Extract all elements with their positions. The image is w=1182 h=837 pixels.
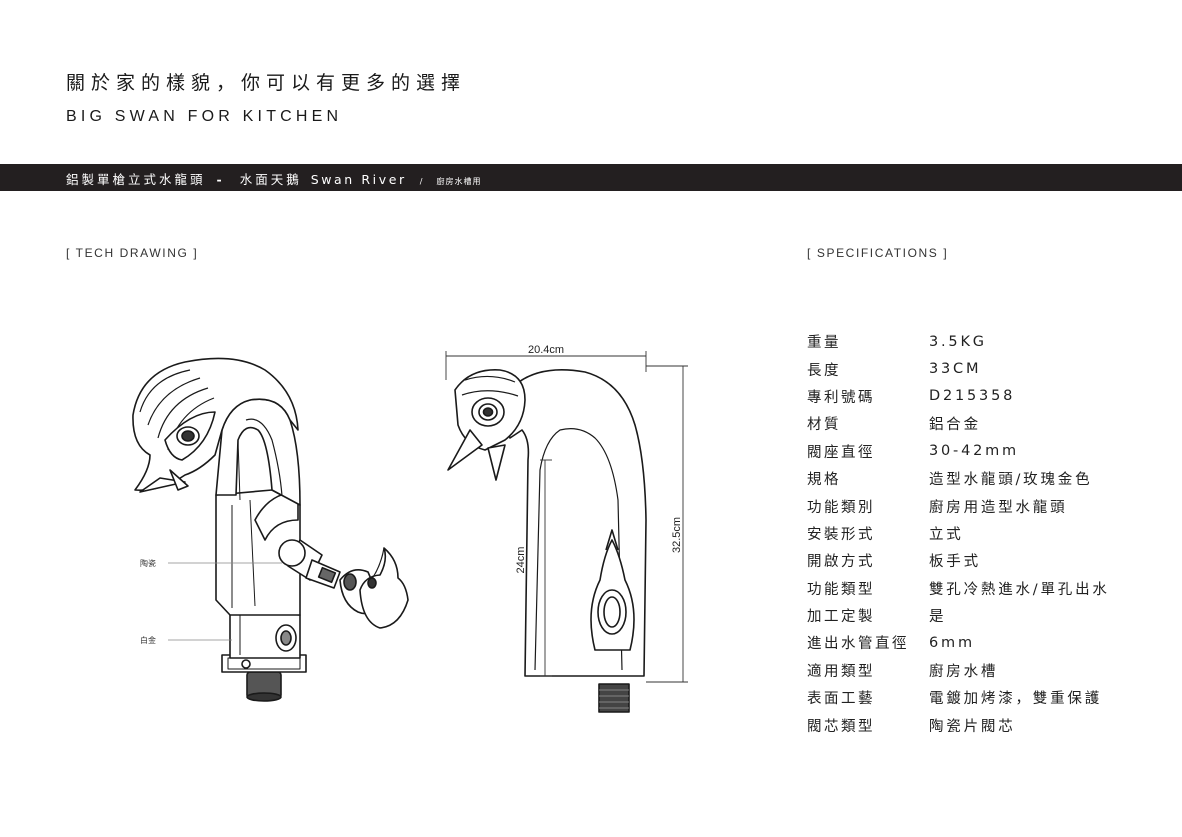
tech-drawing-heading: [ TECH DRAWING ] [66, 246, 199, 260]
spec-row: 適用類型 廚房水槽 [807, 657, 1110, 684]
spec-key: 安裝形式 [807, 526, 875, 543]
spec-value: 電鍍加烤漆，雙重保護 [929, 691, 1102, 708]
spec-key: 規格 [807, 472, 841, 489]
specifications-heading: [ SPECIFICATIONS ] [807, 246, 949, 260]
spec-row: 加工定製 是 [807, 602, 1110, 629]
spec-value: 板手式 [929, 554, 981, 571]
spec-key: 閥芯類型 [807, 718, 875, 735]
spec-row: 功能類型 雙孔冷熱進水/單孔出水 [807, 575, 1110, 602]
spec-value: 6mm [929, 634, 975, 651]
spec-key: 閥座直徑 [807, 444, 875, 461]
spec-row: 閥芯類型 陶瓷片閥芯 [807, 711, 1110, 738]
spec-value: 立式 [929, 526, 964, 543]
faucet-perspective-drawing [132, 357, 409, 702]
spec-key: 專利號碼 [807, 389, 875, 406]
page-subtitle: BIG SWAN FOR KITCHEN [66, 108, 343, 125]
series-name-en: Swan River [310, 172, 407, 187]
spec-row: 開啟方式 板手式 [807, 547, 1110, 574]
dimension-width-label: 20.4cm [528, 344, 564, 356]
spec-value: 3.5KG [929, 333, 987, 350]
spec-value: 鋁合金 [929, 417, 981, 434]
spec-value: 30-42mm [929, 443, 1019, 460]
spec-value: 33CM [929, 361, 982, 378]
spec-key: 功能類型 [807, 581, 875, 598]
spec-value: D215358 [929, 388, 1016, 405]
product-banner: 鋁製單槍立式水龍頭 - 水面天鵝 Swan River / 廚房水槽用 [0, 164, 1182, 191]
spec-row: 材質 鋁合金 [807, 410, 1110, 437]
spec-row: 重量 3.5KG [807, 328, 1110, 355]
spec-row: 表面工藝 電鍍加烤漆，雙重保護 [807, 684, 1110, 711]
spec-key: 加工定製 [807, 609, 875, 626]
dimension-total-height-label: 32.5cm [671, 517, 683, 553]
spec-value: 雙孔冷熱進水/單孔出水 [929, 581, 1110, 598]
callout-lines [168, 562, 282, 641]
spec-row: 進出水管直徑 6mm [807, 629, 1110, 656]
product-banner-text: 鋁製單槍立式水龍頭 - 水面天鵝 Swan River / 廚房水槽用 [66, 169, 481, 188]
spec-row: 專利號碼 D215358 [807, 383, 1110, 410]
spec-key: 表面工藝 [807, 691, 875, 708]
spec-row: 規格 造型水龍頭/玫瑰金色 [807, 465, 1110, 492]
spec-key: 材質 [807, 417, 841, 434]
usage-label: 廚房水槽用 [436, 177, 482, 186]
dimension-lines [445, 351, 688, 683]
spec-value: 廚房水槽 [929, 663, 999, 680]
product-name: 鋁製單槍立式水龍頭 [66, 172, 206, 187]
spec-key: 功能類別 [807, 499, 875, 516]
spec-row: 安裝形式 立式 [807, 520, 1110, 547]
spec-value: 是 [929, 609, 947, 626]
spec-row: 長度 33CM [807, 355, 1110, 382]
faucet-side-elevation-drawing [447, 369, 647, 713]
specifications-table: 重量 3.5KG 長度 33CM 專利號碼 D215358 材質 鋁合金閥座直徑 30-42mm… [807, 328, 1110, 739]
spec-key: 長度 [807, 362, 841, 379]
spec-value: 廚房用造型水龍頭 [929, 499, 1068, 516]
series-name-cn: 水面天鵝 [239, 172, 302, 187]
spec-key: 進出水管直徑 [807, 636, 909, 653]
spec-key: 開啟方式 [807, 554, 875, 571]
spec-value: 陶瓷片閥芯 [929, 718, 1016, 735]
spec-row: 功能類別 廚房用造型水龍頭 [807, 492, 1110, 519]
spec-row: 閥座直徑 30-42mm [807, 438, 1110, 465]
page-title: 關於家的樣貌，你可以有更多的選擇 [66, 72, 467, 94]
spec-value: 造型水龍頭/玫瑰金色 [929, 472, 1093, 489]
spec-key: 適用類型 [807, 663, 875, 680]
spec-key: 重量 [807, 335, 841, 352]
banner-slash: / [419, 177, 424, 186]
callout-ceramic-label: 陶瓷 [140, 558, 156, 568]
banner-separator: - [216, 172, 225, 187]
dimension-spout-height-label: 24cm [515, 547, 527, 574]
callout-platinum-label: 白金 [140, 635, 156, 645]
